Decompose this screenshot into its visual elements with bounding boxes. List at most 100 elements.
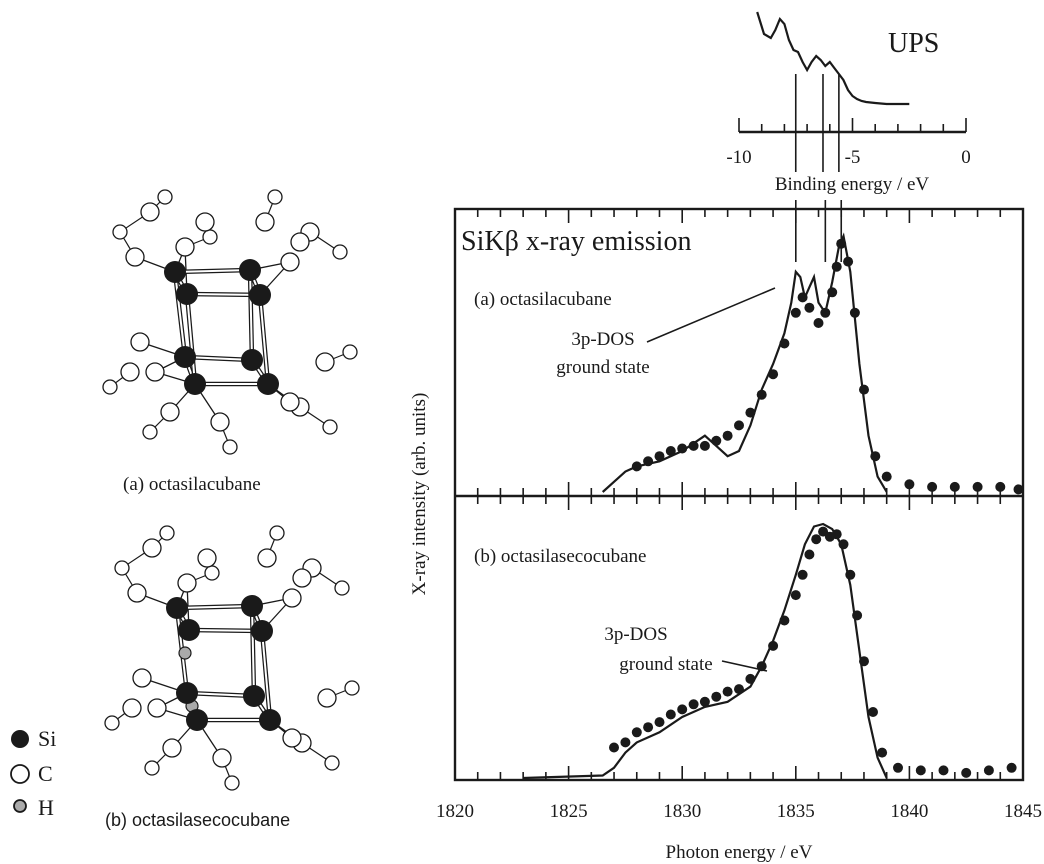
c-atom	[175, 237, 195, 257]
measured-point	[722, 686, 733, 697]
si-si-bond-inner	[184, 356, 253, 361]
emission-tick-label: 1845	[1004, 801, 1042, 822]
measured-point	[972, 481, 983, 492]
ups-tick-label: 0	[961, 147, 971, 168]
c-atom	[197, 548, 217, 568]
si-atom	[164, 261, 186, 283]
h-atom	[202, 229, 218, 245]
measured-point	[677, 443, 688, 454]
measured-point	[620, 737, 631, 748]
measured-point	[643, 722, 654, 733]
c-atom	[290, 232, 310, 252]
measured-point	[711, 691, 722, 702]
si-atom	[184, 373, 206, 395]
c-atom	[177, 573, 197, 593]
measured-point	[831, 529, 842, 540]
panel-b-annotation-line1: 3p-DOS	[604, 624, 667, 645]
emission-title-text: SiKβ x-ray emission	[461, 226, 691, 257]
measured-point	[881, 471, 892, 482]
h-atom	[224, 775, 240, 791]
measured-point	[804, 549, 815, 560]
c-atom	[127, 583, 147, 603]
measured-point	[877, 747, 888, 758]
panel-a-measured-points	[631, 238, 1024, 495]
emission-x-axis-label: Photon energy / eV	[666, 842, 813, 863]
h-atom	[144, 760, 160, 776]
measured-point	[893, 762, 903, 773]
h-atom-hatched	[178, 646, 192, 660]
h-atom	[322, 419, 338, 435]
measured-point	[820, 307, 831, 318]
ups-spectrum-line	[756, 11, 910, 106]
legend-c-label: C	[38, 761, 53, 786]
measured-point	[831, 261, 842, 272]
emission-tick-label: 1835	[777, 801, 815, 822]
measured-point	[790, 590, 801, 601]
measured-point	[790, 307, 801, 318]
ups-title: UPS	[888, 28, 939, 59]
h-atom	[267, 189, 283, 205]
c-atom	[145, 362, 165, 382]
panel-b-calculated-line	[523, 522, 888, 780]
measured-point	[859, 384, 869, 395]
h-atom	[344, 680, 360, 696]
si-atom	[174, 346, 196, 368]
atom-legend: Si C H	[10, 726, 56, 820]
measured-point	[779, 615, 790, 626]
measured-point	[665, 709, 676, 720]
measured-point	[961, 767, 972, 778]
measured-point	[1006, 762, 1017, 773]
c-atom	[122, 698, 142, 718]
h-atom	[159, 525, 175, 541]
emission-tick-label: 1840	[890, 801, 928, 822]
emission-y-axis-label: X-ray intensity (arb. units)	[409, 393, 430, 596]
c-atom	[120, 362, 140, 382]
ups-x-axis-label: Binding energy / eV	[775, 174, 930, 195]
measured-point	[852, 610, 863, 621]
measured-point	[654, 717, 665, 728]
measured-point	[836, 238, 847, 249]
measured-point	[745, 673, 756, 684]
h-atom	[114, 560, 130, 576]
measured-point	[745, 407, 756, 418]
measured-point	[870, 451, 881, 462]
measured-point	[938, 765, 949, 776]
measured-point	[804, 302, 815, 313]
si-si-bond-inner	[186, 293, 261, 296]
measured-point	[756, 661, 767, 672]
measured-point	[699, 440, 710, 451]
measured-point	[843, 256, 854, 267]
c-atom	[162, 738, 182, 758]
measured-point	[949, 481, 960, 492]
si-si-bond-inner	[261, 630, 271, 721]
h-atom	[204, 565, 220, 581]
measured-point	[845, 569, 856, 580]
si-si-bond-inner	[251, 605, 255, 697]
molecule-b-label: (b) octasilasecocubane	[105, 810, 290, 830]
c-atom	[257, 548, 277, 568]
si-atom	[241, 595, 263, 617]
h-atom	[332, 244, 348, 260]
h-atom	[157, 189, 173, 205]
legend-h-marker	[13, 799, 27, 813]
h-atom	[269, 525, 285, 541]
measured-point	[677, 704, 688, 715]
panel-b-measured-points	[609, 526, 1017, 778]
panel-a-annotation-line1: 3p-DOS	[571, 329, 634, 350]
si-si-bond-inner	[176, 605, 253, 609]
c-atom	[195, 212, 215, 232]
legend-h-label: H	[38, 795, 54, 820]
energy-alignment-lines	[794, 132, 843, 262]
legend-si-marker	[11, 730, 29, 748]
measured-point	[797, 292, 808, 303]
ups-tick-label: -5	[845, 147, 861, 168]
measured-point	[654, 451, 665, 462]
emission-tick-label: 1820	[436, 801, 474, 822]
panel-b-annotation-line2: ground state	[619, 654, 712, 675]
legend-c-marker	[10, 764, 30, 784]
h-atom	[112, 224, 128, 240]
si-si-bond-inner	[259, 294, 269, 385]
emission-title: SiKβ x-ray emission	[461, 226, 691, 257]
